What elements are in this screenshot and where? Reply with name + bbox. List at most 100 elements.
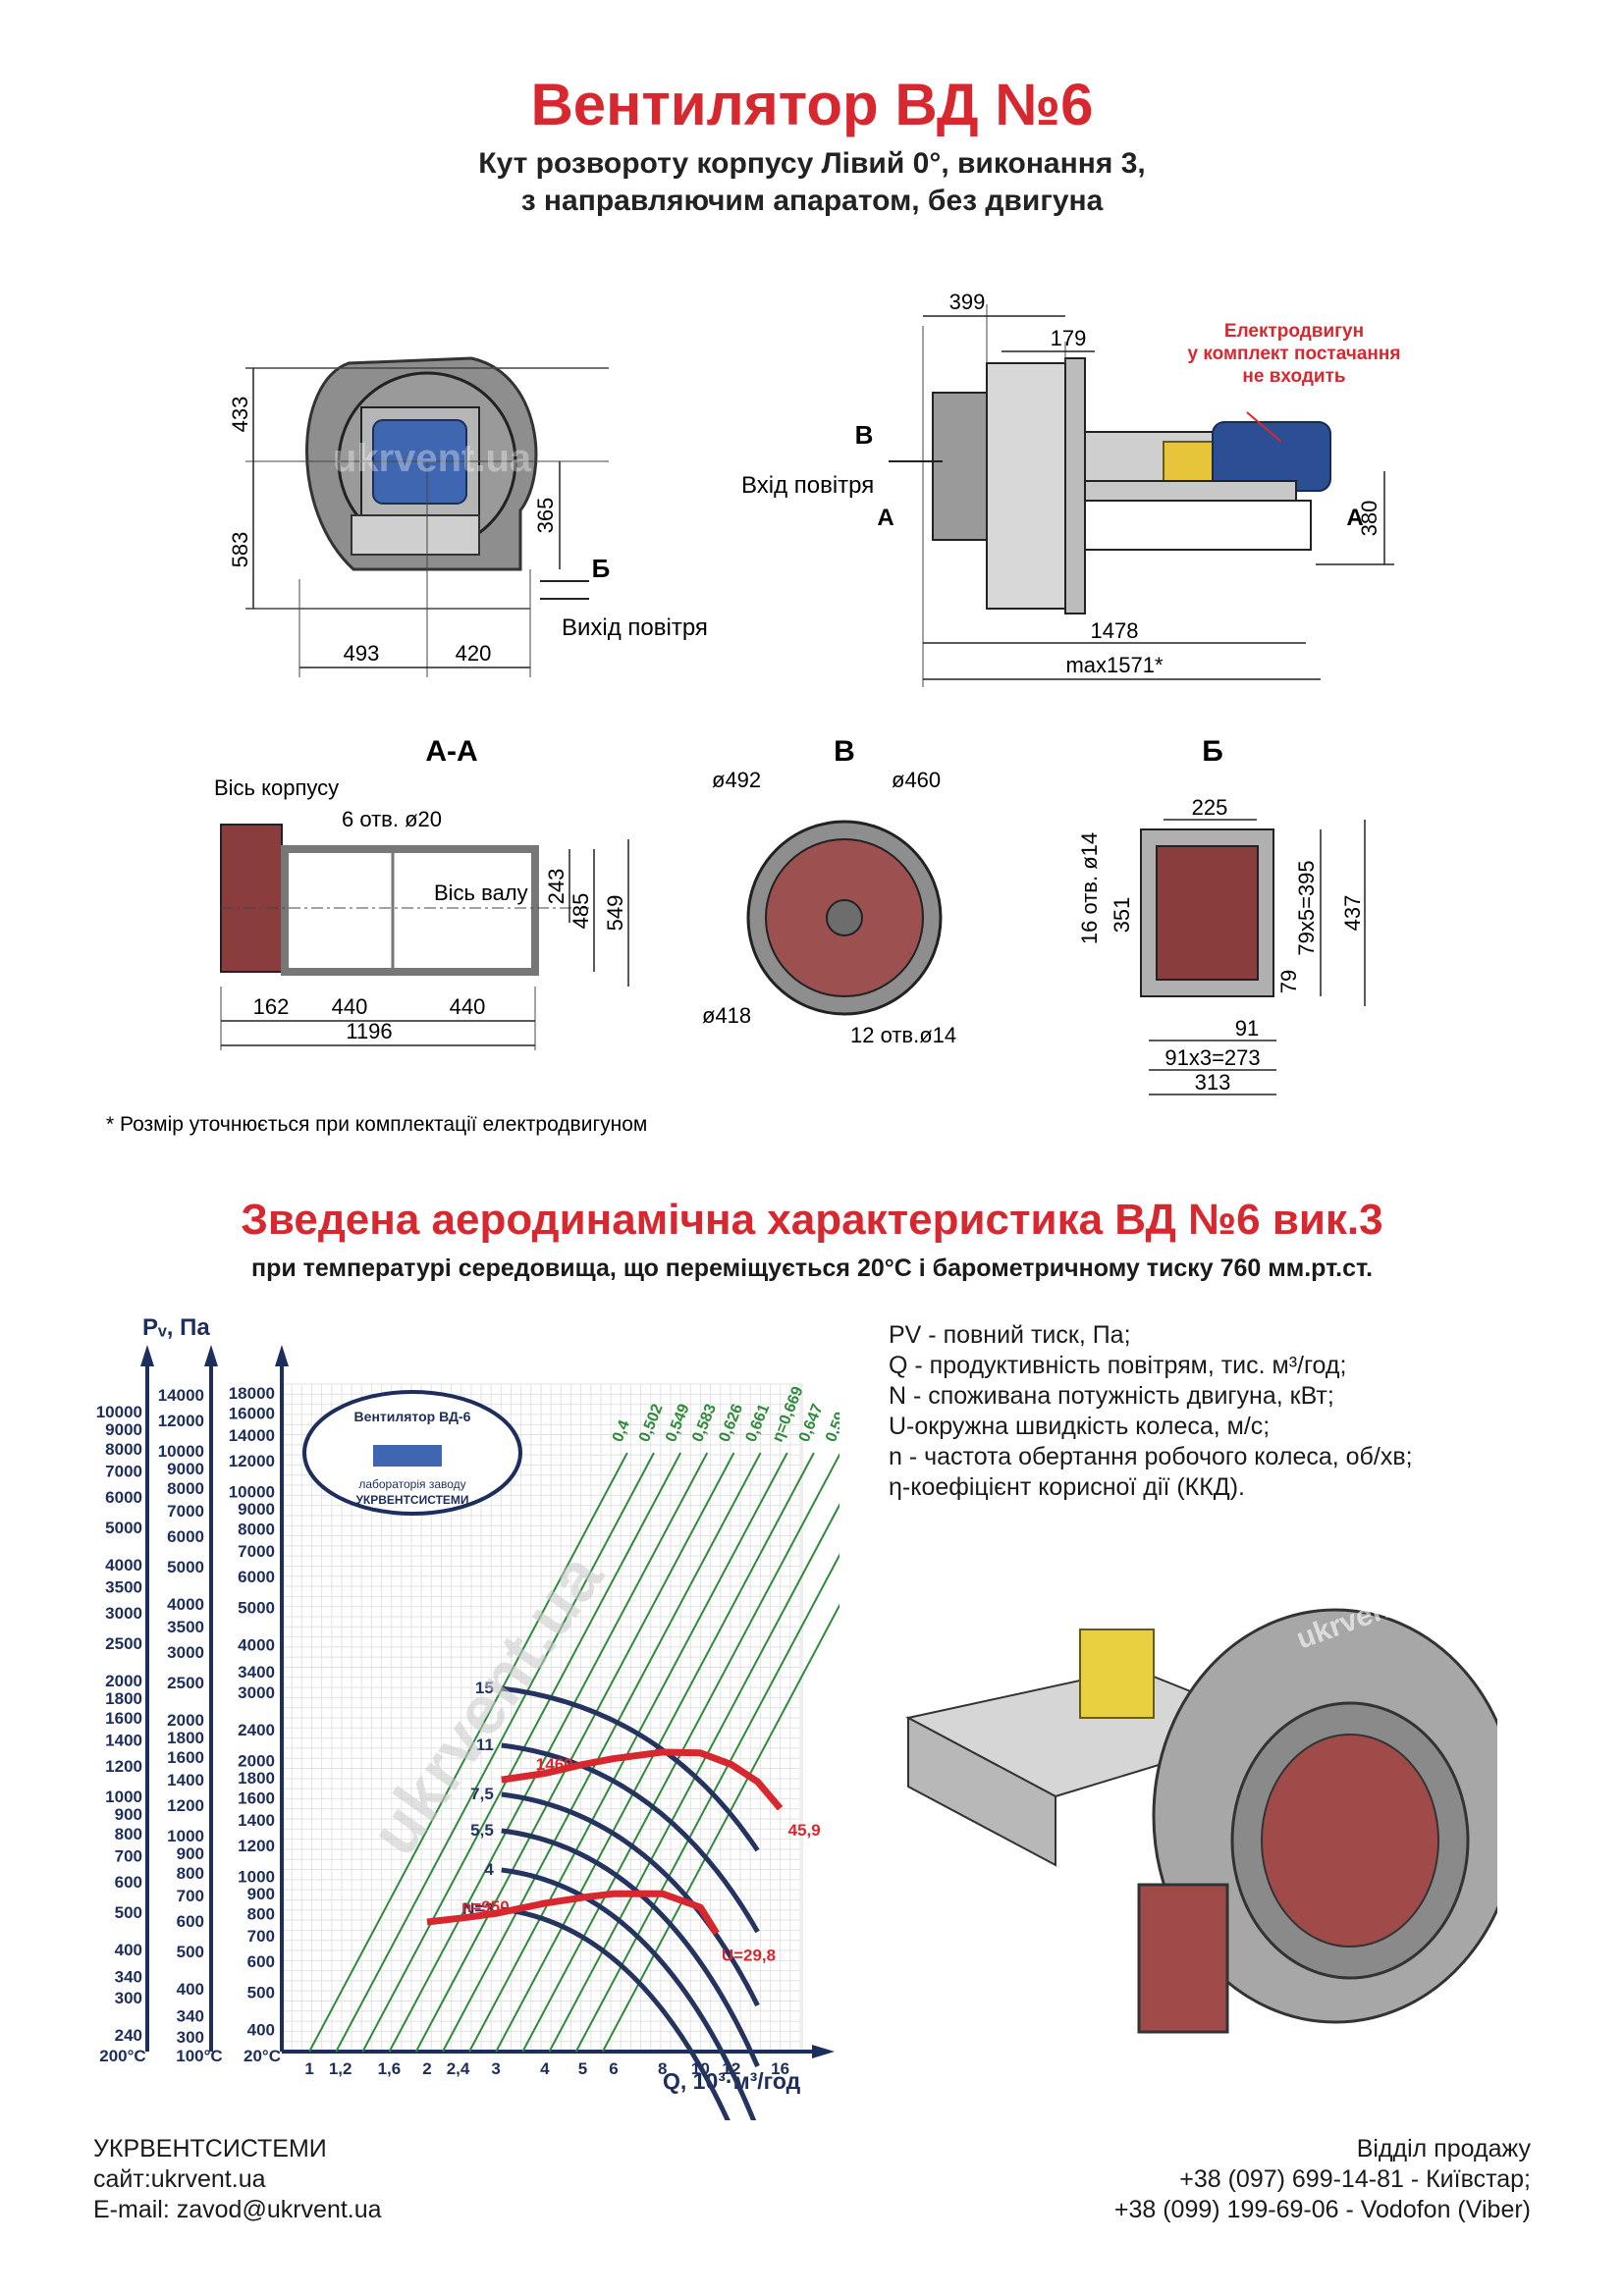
- page-subtitle-1: Кут розвороту корпусу Лівий 0°, виконанн…: [478, 147, 1146, 180]
- air-inlet-label: Вхід повітря: [741, 472, 874, 499]
- dim-365: 365: [533, 498, 558, 534]
- y-tick-200c: 900: [115, 1805, 142, 1824]
- dim-399: 399: [949, 290, 986, 314]
- y-tick-200c: 3500: [105, 1578, 142, 1597]
- y-tick-100c: 5000: [167, 1558, 204, 1576]
- y-tick-200c: 800: [115, 1825, 142, 1843]
- badge-line-3: УКРВЕНТСИСТЕМИ: [355, 1493, 468, 1507]
- y-tick-100c: 500: [177, 1943, 204, 1961]
- air-outlet-label: Вихід повітря: [562, 614, 708, 641]
- section-b: Б 225 16 отв. ø14 351 79x5=395 437 79 91…: [1077, 735, 1366, 1095]
- marker-a-left: А: [877, 505, 893, 531]
- dim-583: 583: [228, 532, 252, 568]
- dim-d418: ø418: [702, 1003, 751, 1028]
- technical-drawings: 433 583 365 493 420 Б Вихід повітря ukrv…: [106, 290, 1401, 1136]
- company-site[interactable]: сайт:ukrvent.ua: [93, 2165, 266, 2193]
- efficiency-line: [468, 1452, 788, 2053]
- section-v: В ø492 ø460 ø418 12 отв.ø14: [702, 735, 956, 1047]
- y-tick-labels: 1800016000140001200010000900080007000600…: [96, 1384, 275, 2047]
- legend-u: U-окружна швидкість колеса, м/с;: [889, 1413, 1271, 1440]
- y-tick-200c: 1600: [105, 1709, 142, 1728]
- page-title: Вентилятор ВД №6: [530, 72, 1094, 137]
- legend-q: Q - продуктивність повітрям, тис. м³/год…: [889, 1352, 1347, 1379]
- dim-162: 162: [253, 994, 290, 1019]
- power-label: 15: [475, 1679, 494, 1697]
- legend-pv: PV - повний тиск, Па;: [889, 1321, 1131, 1349]
- y-tick-20c: 500: [247, 1983, 275, 2002]
- y-tick-100c: 8000: [167, 1479, 204, 1498]
- y-tick-200c: 340: [115, 1968, 142, 1987]
- dim-225: 225: [1192, 795, 1228, 820]
- y-tick-100c: 7000: [167, 1502, 204, 1521]
- section-aa-title: А-А: [425, 735, 477, 768]
- u-high-label: 45,9: [788, 1821, 821, 1840]
- footer-left: УКРВЕНТСИСТЕМИ сайт:ukrvent.ua E-mail: z…: [93, 2134, 382, 2225]
- section-v-title: В: [834, 735, 855, 768]
- efficiency-line: [414, 1452, 735, 2053]
- y-tick-200c: 1400: [105, 1732, 142, 1750]
- power-label: 7,5: [470, 1785, 494, 1803]
- power-curve: [501, 1685, 760, 1852]
- speed-curve: [501, 1748, 784, 1811]
- sales-dept: Відділ продажу: [1356, 2135, 1531, 2163]
- phone-vodafone[interactable]: +38 (099) 199-69-06 - Vodofon (Viber): [1113, 2196, 1531, 2223]
- chart-axes: [140, 1345, 835, 2058]
- y-tick-100c: 3500: [167, 1618, 204, 1636]
- dim-437: 437: [1340, 895, 1365, 932]
- marker-b: Б: [592, 554, 611, 583]
- y-tick-200c: 700: [115, 1847, 142, 1866]
- y-tick-100c: 6000: [167, 1527, 204, 1546]
- y-tick-20c: 2400: [238, 1721, 275, 1739]
- efficiency-line: [574, 1553, 839, 2053]
- y-tick-200c: 1800: [105, 1689, 142, 1708]
- marker-a-right: А: [1346, 505, 1363, 531]
- y-tick-200c: 400: [115, 1941, 142, 1959]
- x-tick-label: 6: [609, 2059, 618, 2078]
- dim-79x5: 79x5=395: [1294, 860, 1319, 955]
- y-tick-200c: 2500: [105, 1634, 142, 1653]
- temp-label-20: 20°С: [244, 2047, 281, 2065]
- y-tick-20c: 800: [247, 1904, 275, 1923]
- dim-243: 243: [544, 869, 568, 905]
- x-tick-label: 4: [540, 2059, 550, 2078]
- y-tick-100c: 10000: [158, 1442, 204, 1461]
- y-tick-20c: 700: [247, 1927, 275, 1946]
- y-tick-100c: 9000: [167, 1460, 204, 1478]
- dim-313: 313: [1195, 1070, 1231, 1095]
- y-tick-20c: 1400: [238, 1811, 275, 1830]
- x-tick-label: 2,4: [447, 2059, 470, 2078]
- efficiency-line: [335, 1452, 655, 2053]
- dim-79: 79: [1276, 970, 1301, 993]
- phone-kyivstar[interactable]: +38 (097) 699-14-81 - Київстар;: [1179, 2165, 1531, 2193]
- motor-note-2: у комплект постачання: [1188, 344, 1401, 364]
- dim-351: 351: [1110, 897, 1134, 934]
- y-tick-200c: 7000: [105, 1463, 142, 1481]
- dim-d460: ø460: [892, 768, 941, 792]
- y-tick-200c: 3000: [105, 1604, 142, 1623]
- y-tick-20c: 12000: [229, 1452, 275, 1470]
- company-email[interactable]: E-mail: zavod@ukrvent.ua: [93, 2196, 382, 2223]
- y-tick-100c: 900: [177, 1844, 204, 1863]
- y-tick-200c: 5000: [105, 1519, 142, 1537]
- y-tick-200c: 600: [115, 1873, 142, 1892]
- y-tick-100c: 800: [177, 1864, 204, 1883]
- temp-label-200: 200°С: [99, 2047, 145, 2065]
- power-curve: [501, 1906, 731, 2120]
- dim-1478: 1478: [1091, 618, 1139, 643]
- y-tick-100c: 400: [177, 1980, 204, 1999]
- dim-91x3: 91x3=273: [1164, 1045, 1260, 1070]
- efficiency-label: 0,59: [823, 1410, 839, 1444]
- y-tick-100c: 340: [177, 2007, 204, 2026]
- power-curve: [501, 1791, 760, 2007]
- y-tick-200c: 1200: [105, 1757, 142, 1776]
- y-tick-100c: 1600: [167, 1748, 204, 1767]
- y-tick-100c: 14000: [158, 1386, 204, 1405]
- y-tick-100c: 1200: [167, 1796, 204, 1815]
- motor-note-3: не входить: [1242, 366, 1345, 387]
- footer-right: Відділ продажу +38 (097) 699-14-81 - Киї…: [1114, 2134, 1531, 2225]
- marker-v: В: [855, 420, 874, 450]
- holes-b-label: 16 отв. ø14: [1077, 832, 1102, 944]
- y-tick-20c: 10000: [229, 1482, 275, 1501]
- y-tick-200c: 8000: [105, 1440, 142, 1459]
